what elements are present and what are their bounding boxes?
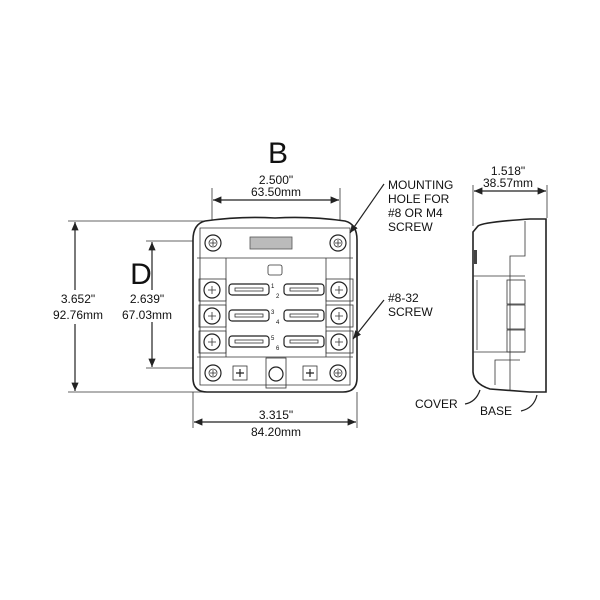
center-stud-icon [265, 357, 287, 389]
fuse-number: 2 [276, 294, 280, 300]
depth-mm: 38.57mm [483, 176, 533, 190]
mounting-hole-icon [204, 234, 222, 252]
cover-label: COVER [415, 397, 458, 411]
width-inches: 2.500" [259, 173, 293, 187]
dimension-letter-b: B [268, 137, 288, 170]
terminal-row [198, 304, 354, 328]
dimension-line-d [146, 240, 213, 369]
height-mm: 92.76mm [53, 308, 103, 322]
positive-terminal-icon [232, 365, 248, 381]
terminal-screw-label-line: SCREW [388, 305, 433, 319]
dimension-line-width [192, 392, 358, 428]
inner-height-inches: 2.639" [130, 292, 164, 306]
mounting-hole-icon [204, 364, 222, 382]
dimension-letter-d: D [130, 258, 152, 291]
fuse-block-side-view [472, 218, 547, 393]
terminal-screw-label-line: #8-32 [388, 291, 419, 305]
mounting-hole-icon [329, 234, 347, 252]
terminal-row [198, 330, 354, 354]
terminal-screw-leader [352, 299, 385, 340]
fuse-number: 6 [276, 346, 280, 352]
base-label: BASE [480, 404, 512, 418]
mounting-hole-label-line: MOUNTING [388, 178, 453, 192]
inner-height-mm: 67.03mm [122, 308, 172, 322]
width-mm: 63.50mm [251, 185, 301, 199]
overall-width-inches: 3.315" [259, 408, 293, 422]
overall-width-mm: 84.20mm [251, 425, 301, 439]
fuse-number: 5 [271, 336, 275, 342]
mounting-hole-label-line: HOLE FOR [388, 192, 450, 206]
dimension-line-height [68, 220, 205, 393]
mounting-hole-label-line: SCREW [388, 220, 433, 234]
depth-inches: 1.518" [491, 164, 525, 178]
base-leader [520, 394, 538, 412]
height-inches: 3.652" [61, 292, 95, 306]
cover-leader [464, 389, 481, 405]
mounting-hole-icon [329, 364, 347, 382]
dimension-line-depth [472, 185, 548, 226]
terminal-row [198, 278, 354, 302]
fuse-block-front-view: 1 2 3 4 5 6 [192, 216, 358, 393]
fuse-number: 4 [276, 320, 280, 326]
mounting-hole-leader [349, 183, 385, 234]
mounting-hole-label-line: #8 OR M4 [388, 206, 443, 220]
logo-plate [249, 236, 293, 250]
fuse-number: 1 [271, 284, 275, 290]
fuse-number: 3 [271, 310, 275, 316]
positive-terminal-icon [302, 365, 318, 381]
